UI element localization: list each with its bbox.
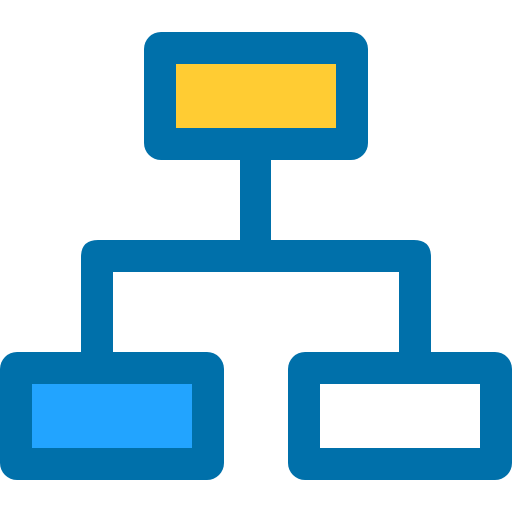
right-child-node-box xyxy=(288,352,512,480)
top-node-box xyxy=(144,32,368,160)
connector-bracket xyxy=(81,240,431,354)
top-node-fill xyxy=(176,64,336,128)
connector-vertical-top xyxy=(240,158,271,246)
left-child-node-fill xyxy=(32,384,192,448)
connector-lines xyxy=(81,158,431,354)
left-child-node-box xyxy=(0,352,224,480)
right-child-node-fill xyxy=(320,384,480,448)
